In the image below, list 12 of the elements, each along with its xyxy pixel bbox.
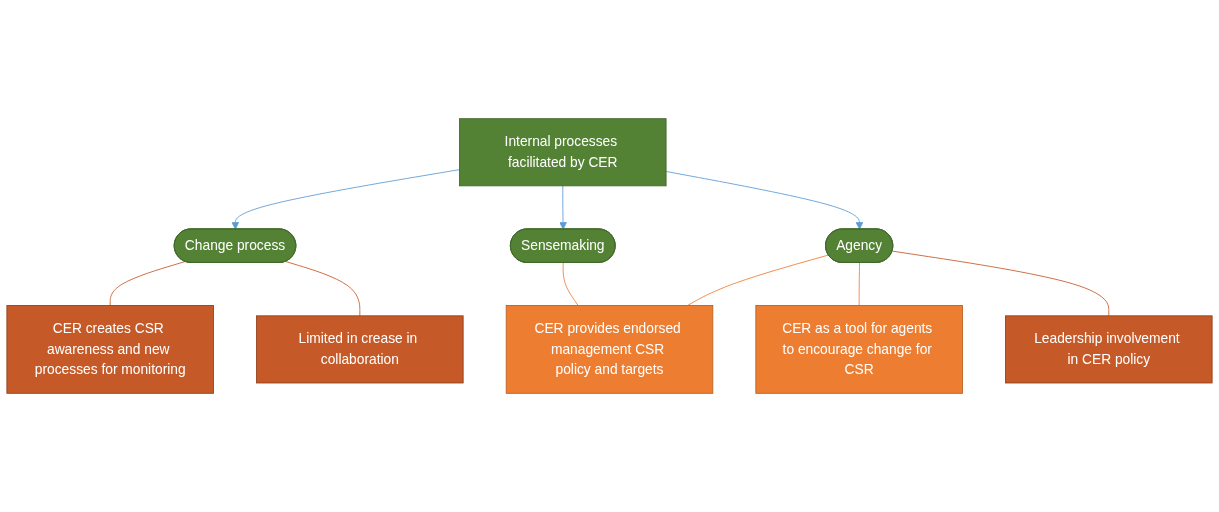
node-box: CER provides endorsed management CSR policy and targets (505, 305, 714, 394)
connector (109, 261, 186, 306)
node-box: Internal processes facilitated by CER (459, 118, 667, 187)
connector (562, 262, 579, 306)
connector (687, 254, 829, 306)
connector (858, 262, 860, 306)
connector (892, 250, 1110, 317)
node-box: Leadership involvement in CER policy (1005, 315, 1213, 384)
node-box: Limited in crease in collaboration (256, 315, 464, 384)
connector (285, 261, 361, 317)
node-box: CER as a tool for agents to encourage change for CSR (755, 305, 963, 394)
node-box: CER creates CSR awareness and new processes for monitoring (6, 305, 214, 394)
